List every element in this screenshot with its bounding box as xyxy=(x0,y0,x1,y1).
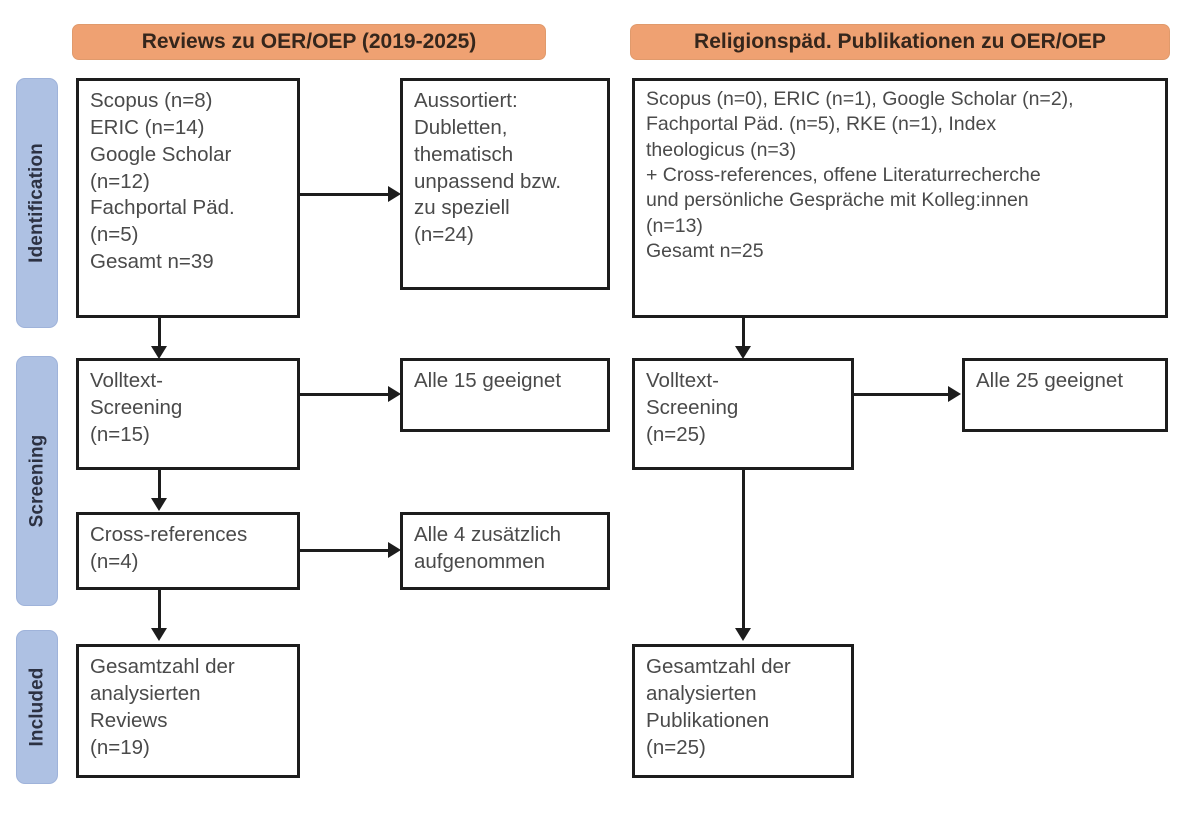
connector-left-crossrefs-to-included xyxy=(158,590,161,632)
arrowhead-right-screening-to-included xyxy=(735,628,751,641)
column-header-left: Reviews zu OER/OEP (2019-2025) xyxy=(72,24,546,60)
arrowhead-right-identification-to-screening xyxy=(735,346,751,359)
box-left-excluded: Aussortiert: Dubletten, thematisch unpas… xyxy=(400,78,610,290)
connector-left-screening-to-result xyxy=(300,393,390,396)
box-left-identification: Scopus (n=8) ERIC (n=14) Google Scholar … xyxy=(76,78,300,318)
phase-label-screening-text: Screening xyxy=(26,434,48,528)
phase-label-included-text: Included xyxy=(26,667,48,747)
connector-left-screening-to-crossrefs xyxy=(158,470,161,502)
phase-label-screening: Screening xyxy=(16,356,58,606)
arrowhead-left-crossrefs-to-included xyxy=(151,628,167,641)
connector-left-identification-to-screening xyxy=(158,318,161,350)
phase-label-included: Included xyxy=(16,630,58,784)
box-right-screening-result: Alle 25 geeignet xyxy=(962,358,1168,432)
box-left-crossrefs-result: Alle 4 zusätzlich aufgenommen xyxy=(400,512,610,590)
box-left-included: Gesamtzahl der analysierten Reviews (n=1… xyxy=(76,644,300,778)
connector-right-identification-to-screening xyxy=(742,318,745,350)
box-right-identification: Scopus (n=0), ERIC (n=1), Google Scholar… xyxy=(632,78,1168,318)
connector-right-screening-to-result xyxy=(854,393,950,396)
phase-label-identification: Identification xyxy=(16,78,58,328)
column-header-right: Religionspäd. Publikationen zu OER/OEP xyxy=(630,24,1170,60)
arrowhead-left-crossrefs-to-result xyxy=(388,542,401,558)
arrowhead-left-screening-to-crossrefs xyxy=(151,498,167,511)
box-right-screening: Volltext- Screening (n=25) xyxy=(632,358,854,470)
arrowhead-left-screening-to-result xyxy=(388,386,401,402)
arrowhead-left-identification-to-excluded xyxy=(388,186,401,202)
box-left-screening-result: Alle 15 geeignet xyxy=(400,358,610,432)
arrowhead-right-screening-to-result xyxy=(948,386,961,402)
box-right-included: Gesamtzahl der analysierten Publikatione… xyxy=(632,644,854,778)
connector-left-identification-to-excluded xyxy=(300,193,390,196)
arrowhead-left-identification-to-screening xyxy=(151,346,167,359)
box-left-screening: Volltext- Screening (n=15) xyxy=(76,358,300,470)
box-left-crossrefs: Cross-references (n=4) xyxy=(76,512,300,590)
connector-right-screening-to-included xyxy=(742,470,745,632)
connector-left-crossrefs-to-result xyxy=(300,549,390,552)
phase-label-identification-text: Identification xyxy=(26,143,47,263)
